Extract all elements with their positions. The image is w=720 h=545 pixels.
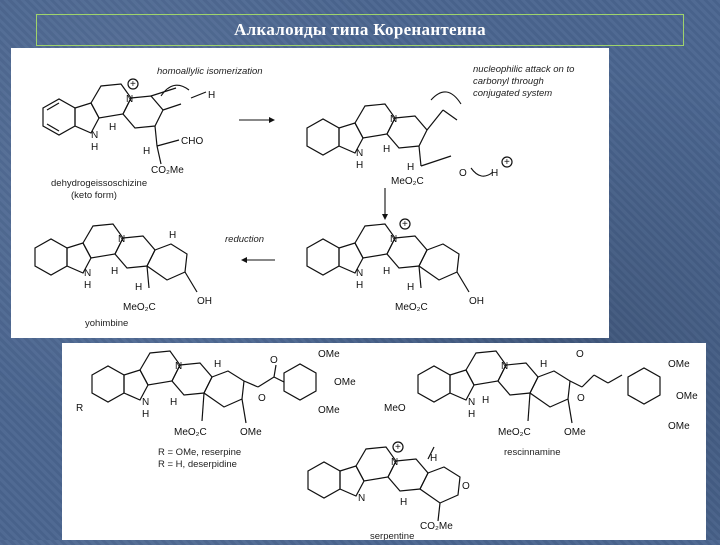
structure-rescinnamine: MeO N N H H H O O OMe OMe OMe MeO₂C OMe <box>384 349 698 438</box>
deserpidine-label: R = H, deserpidine <box>158 459 237 470</box>
atom-h2: H <box>109 122 116 133</box>
atom-ome-r4: OMe <box>240 427 262 438</box>
atom-h-s3: H <box>482 395 489 406</box>
structure-yohimbine: N N H H H H MeO₂C OH <box>34 223 212 313</box>
atom-h-r: H <box>142 409 149 420</box>
atom-h-p: H <box>430 453 437 464</box>
structure-reserpine: R N N H H H O O OMe OMe OMe MeO₂C OMe <box>76 349 356 438</box>
atom-meo2c-4: MeO₂C <box>123 302 156 313</box>
atom-meo2c-r: MeO₂C <box>174 427 207 438</box>
atom-n-r: N <box>175 361 182 372</box>
atom-h-4: H <box>84 280 91 291</box>
atom-h3: H <box>143 146 150 157</box>
serpentine-label: serpentine <box>370 531 414 540</box>
atom-ome-s1: OMe <box>668 359 690 370</box>
atom-h-4c: H <box>135 282 142 293</box>
plus-charge-icon <box>127 78 139 90</box>
atom-h-2b: H <box>383 144 390 155</box>
atom-meo-s: MeO <box>384 403 406 414</box>
atom-n: N <box>126 94 133 105</box>
atom-oh-3: OH <box>469 296 484 307</box>
atom-h4: H <box>208 90 215 101</box>
step3-label: reduction <box>225 234 264 245</box>
atom-r: R <box>76 403 83 414</box>
product-name: yohimbine <box>85 318 128 329</box>
atom-plus: + <box>130 79 136 90</box>
atom-h: H <box>91 142 98 153</box>
step2-label-line3: conjugated system <box>473 88 552 99</box>
slide-title: Алкалоиды типа Коренантеина <box>234 20 486 39</box>
structure-serpentine: N N H H O CO₂Me + <box>307 441 470 532</box>
atom-ome-s3: OMe <box>668 421 690 432</box>
alkaloids-panel: R N N H H H O O OMe OMe OMe MeO₂C OMe R … <box>62 343 706 542</box>
rescinnamine-label: rescinnamine <box>504 447 561 458</box>
atom-h-r3: H <box>170 397 177 408</box>
curved-arrow-icon <box>160 84 190 97</box>
curved-arrow-icon-3 <box>470 167 494 177</box>
step1-label: homoallylic isomerization <box>157 66 263 77</box>
plus-charge-icon-2 <box>501 156 513 168</box>
mechanism-scheme-svg: N N H H H H CHO CO₂Me + homoallylic isom… <box>34 64 574 329</box>
atom-n-3: N <box>390 234 397 245</box>
atom-co2me: CO₂Me <box>151 165 184 176</box>
atom-plus-p: + <box>395 442 401 453</box>
atom-o-2: O <box>459 168 467 179</box>
atom-n-indole: N <box>91 130 98 141</box>
curved-arrow-icon-2 <box>430 91 462 105</box>
atom-ome-s2: OMe <box>676 391 698 402</box>
atom-o-r: O <box>258 393 266 404</box>
atom-plus-2: + <box>504 157 510 168</box>
start-name-line1: dehydrogeissoschizine <box>51 178 147 189</box>
step2-label-line1: nucleophilic attack on to <box>473 64 574 75</box>
atom-o-s2: O <box>577 393 585 404</box>
atom-ome-r2: OMe <box>334 377 356 388</box>
plus-charge-icon-p <box>392 441 404 453</box>
atom-h-2: H <box>356 160 363 171</box>
atom-n-4: N <box>118 234 125 245</box>
atom-n-indole-r: N <box>142 397 149 408</box>
atom-h-2d: H <box>491 168 498 179</box>
mechanism-scheme-panel: N N H H H H CHO CO₂Me + homoallylic isom… <box>11 48 609 338</box>
atom-cho: CHO <box>181 136 203 147</box>
atom-o-p: O <box>462 481 470 492</box>
atom-meo2c-2: MeO₂C <box>391 176 424 187</box>
atom-n-indole-p: N <box>358 493 365 504</box>
atom-h-p2: H <box>400 497 407 508</box>
atom-h-2c: H <box>407 162 414 173</box>
atom-n-p: N <box>391 457 398 468</box>
atom-meo2c-3: MeO₂C <box>395 302 428 313</box>
atom-h-4d: H <box>169 230 176 241</box>
structure-intermediate-2: N N H H H MeO₂C OH + <box>306 218 484 313</box>
atom-meo2c-s: MeO₂C <box>498 427 531 438</box>
start-name-line2: (keto form) <box>71 190 117 201</box>
atom-n-2: N <box>390 114 397 125</box>
atom-ome-s4: OMe <box>564 427 586 438</box>
atom-n-s: N <box>501 361 508 372</box>
atom-n-indole-4: N <box>84 268 91 279</box>
atom-o-r2: O <box>270 355 278 366</box>
reserpine-label: R = OMe, reserpine <box>158 447 241 458</box>
slide-title-box: Алкалоиды типа Коренантеина <box>36 14 684 46</box>
structure-intermediate-1: N N H H H MeO₂C O H + <box>306 91 513 187</box>
atom-h-4b: H <box>111 266 118 277</box>
atom-h-r2: H <box>214 359 221 370</box>
atom-h-s2: H <box>540 359 547 370</box>
atom-n-indole-2: N <box>356 148 363 159</box>
atom-h-3: H <box>356 280 363 291</box>
atom-n-indole-3: N <box>356 268 363 279</box>
atom-ome-r1: OMe <box>318 349 340 360</box>
atom-ome-r3: OMe <box>318 405 340 416</box>
alkaloids-svg: R N N H H H O O OMe OMe OMe MeO₂C OMe R … <box>76 349 698 542</box>
atom-h-3c: H <box>407 282 414 293</box>
atom-oh-4: OH <box>197 296 212 307</box>
step2-label-line2: carbonyl through <box>473 76 544 87</box>
atom-h-s: H <box>468 409 475 420</box>
plus-charge-icon-3 <box>399 218 411 230</box>
atom-h-3b: H <box>383 266 390 277</box>
structure-dehydrogeissoschizine: N N H H H H CHO CO₂Me + <box>42 78 215 176</box>
atom-n-indole-s: N <box>468 397 475 408</box>
atom-plus-3: + <box>402 219 408 230</box>
atom-co2me-p: CO₂Me <box>420 521 453 532</box>
atom-o-s: O <box>576 349 584 360</box>
